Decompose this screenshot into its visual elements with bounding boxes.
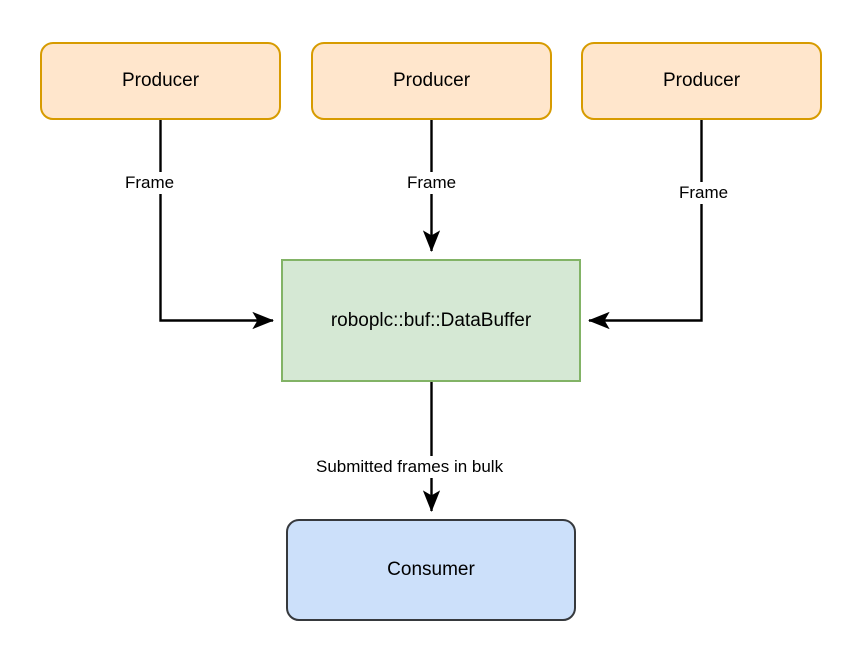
edge-label-buffer-consumer: Submitted frames in bulk [313, 456, 507, 478]
node-data-buffer-label: roboplc::buf::DataBuffer [330, 309, 532, 331]
node-producer-2-label: Producer [392, 70, 471, 92]
node-consumer[interactable]: Consumer [286, 519, 576, 621]
node-producer-3-label: Producer [662, 70, 741, 92]
edge-label-producer1-buffer: Frame [122, 172, 178, 194]
node-data-buffer[interactable]: roboplc::buf::DataBuffer [281, 259, 581, 382]
node-producer-1-label: Producer [121, 70, 200, 92]
edge-label-producer2-buffer: Frame [404, 172, 460, 194]
edge-path-producer3-buffer [588, 120, 703, 330]
node-producer-3[interactable]: Producer [581, 42, 822, 120]
edge-path-producer1-buffer [159, 120, 274, 330]
node-producer-1[interactable]: Producer [40, 42, 281, 120]
node-producer-2[interactable]: Producer [311, 42, 552, 120]
edge-label-producer3-buffer: Frame [676, 182, 732, 204]
node-consumer-label: Consumer [387, 559, 475, 581]
